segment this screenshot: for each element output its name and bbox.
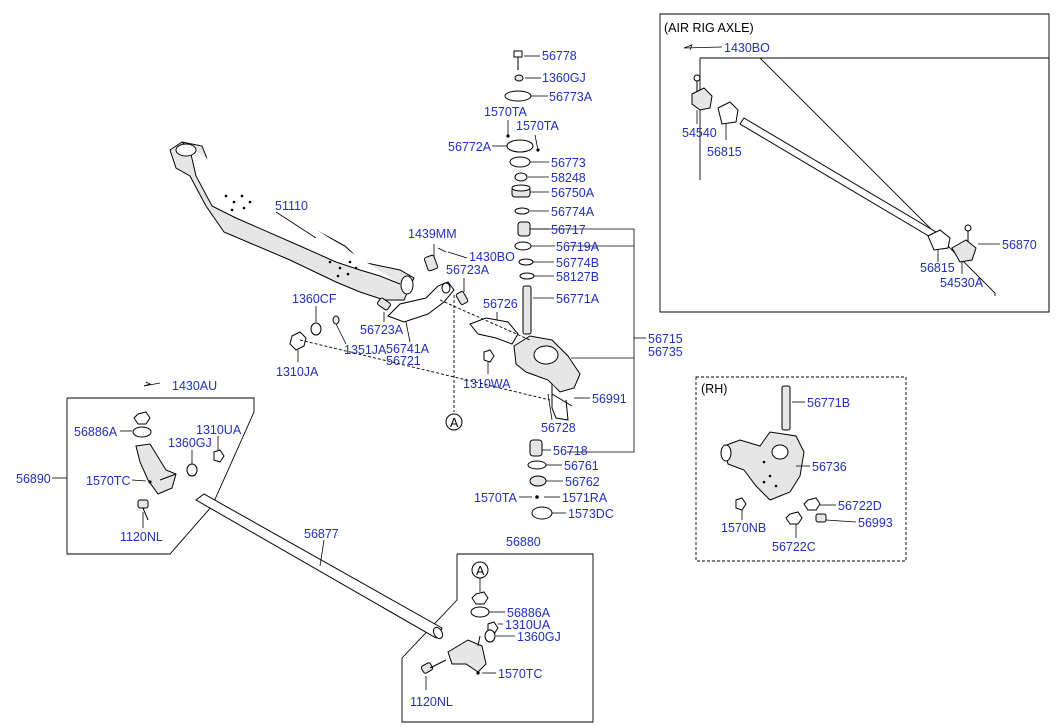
label-58248: 58248 [551,171,586,185]
tie-rod: 56877 [195,493,444,640]
air-rig-axle-subframe [700,57,996,296]
steering-arms: 1439MM 1430BO 56723A 56726 1360CF 56723A… [276,227,551,431]
label-1360GJ-right: 1360GJ [517,630,561,644]
label-56722D: 56722D [838,499,882,513]
label-56762: 56762 [565,475,600,489]
label-1310UA-left: 1310UA [196,423,242,437]
rh-knuckle: 56771B 56736 56722D 56993 1570NB 56722C [720,385,893,554]
label-56870: 56870 [1002,238,1037,252]
label-1570TC-right: 1570TC [498,667,542,681]
label-1430BO-mid: 1430BO [469,250,515,264]
label-56726: 56726 [483,297,518,311]
label-56721: 56721 [386,354,421,368]
label-1439MM: 1439MM [408,227,457,241]
label-1360CF: 1360CF [292,292,337,306]
bottom-tierod-end: 56880 A 56886A 1310UA 1360GJ 1570TC 1120… [410,535,561,709]
label-1571RA: 1571RA [562,491,608,505]
bottom-tierod-end-frame [401,553,594,723]
label-54540: 54540 [682,126,717,140]
label-56991: 56991 [592,392,627,406]
air-rig-axle-group: (AIR RIG AXLE) [659,13,1050,313]
label-56722C: 56722C [772,540,816,554]
label-1360GJ-left: 1360GJ [168,436,212,450]
kingpin-stack: 56778 1360GJ 56773A 1570TA 1570TA 56772A… [448,49,683,521]
air-rig-axle-title: (AIR RIG AXLE) [664,21,754,35]
air-rig-axle-parts: 1430BO 54540 56815 56815 54530A 56870 [682,41,1037,290]
label-56772A: 56772A [448,140,492,154]
label-58127B: 58127B [556,270,599,284]
left-tierod-end: 1430AU 56886A 1310UA 1360GJ 56890 1570TC… [16,379,242,544]
label-56771A: 56771A [556,292,600,306]
label-56771B: 56771B [807,396,850,410]
label-56877: 56877 [304,527,339,541]
label-1570TC-left: 1570TC [86,474,130,488]
label-1360GJ-top: 1360GJ [542,71,586,85]
label-56773: 56773 [551,156,586,170]
label-56723A-low: 56723A [360,323,404,337]
label-56741A: 56741A [386,342,430,356]
label-56719A: 56719A [556,240,600,254]
label-1120NL-right: 1120NL [410,695,453,709]
label-1310WA: 1310WA [463,377,511,391]
label-56886A-right: 56886A [507,606,551,620]
label-56886A-left: 56886A [74,425,118,439]
label-56728: 56728 [541,421,576,435]
label-56890: 56890 [16,472,51,486]
label-56815-b: 56815 [920,261,955,275]
label-56717: 56717 [551,223,586,237]
rh-title: (RH) [701,382,727,396]
label-56880: 56880 [506,535,541,549]
label-1570TA-b: 1570TA [516,119,560,133]
label-56761: 56761 [564,459,599,473]
label-51110: 51110 [275,199,308,213]
label-56778: 56778 [542,49,577,63]
label-54530A: 54530A [940,276,984,290]
label-1351JA: 1351JA [344,343,387,357]
rh-group: (RH) [695,376,907,562]
axle-beam: 51110 [169,141,415,301]
label-56718: 56718 [553,444,588,458]
label-1310UA-right: 1310UA [505,618,551,632]
label-1430BO-air: 1430BO [724,41,770,55]
label-56774B: 56774B [556,256,599,270]
label-1310JA: 1310JA [276,365,319,379]
label-1570NB: 1570NB [721,521,766,535]
label-1573DC: 1573DC [568,507,614,521]
label-56993: 56993 [858,516,893,530]
label-56736: 56736 [812,460,847,474]
callout-a-2: A [476,564,485,578]
label-1430AU: 1430AU [172,379,217,393]
label-56723A-top: 56723A [446,263,490,277]
label-56750A: 56750A [551,186,595,200]
callout-a-1: A [450,416,459,430]
label-56774A: 56774A [551,205,595,219]
label-1570TA-bottom: 1570TA [474,491,518,505]
label-56773A: 56773A [549,90,593,104]
label-56815-a: 56815 [707,145,742,159]
label-1120NL-left: 1120NL [120,530,163,544]
label-56715: 56715 [648,332,683,346]
label-56735: 56735 [648,345,683,359]
label-1570TA-a: 1570TA [484,105,528,119]
